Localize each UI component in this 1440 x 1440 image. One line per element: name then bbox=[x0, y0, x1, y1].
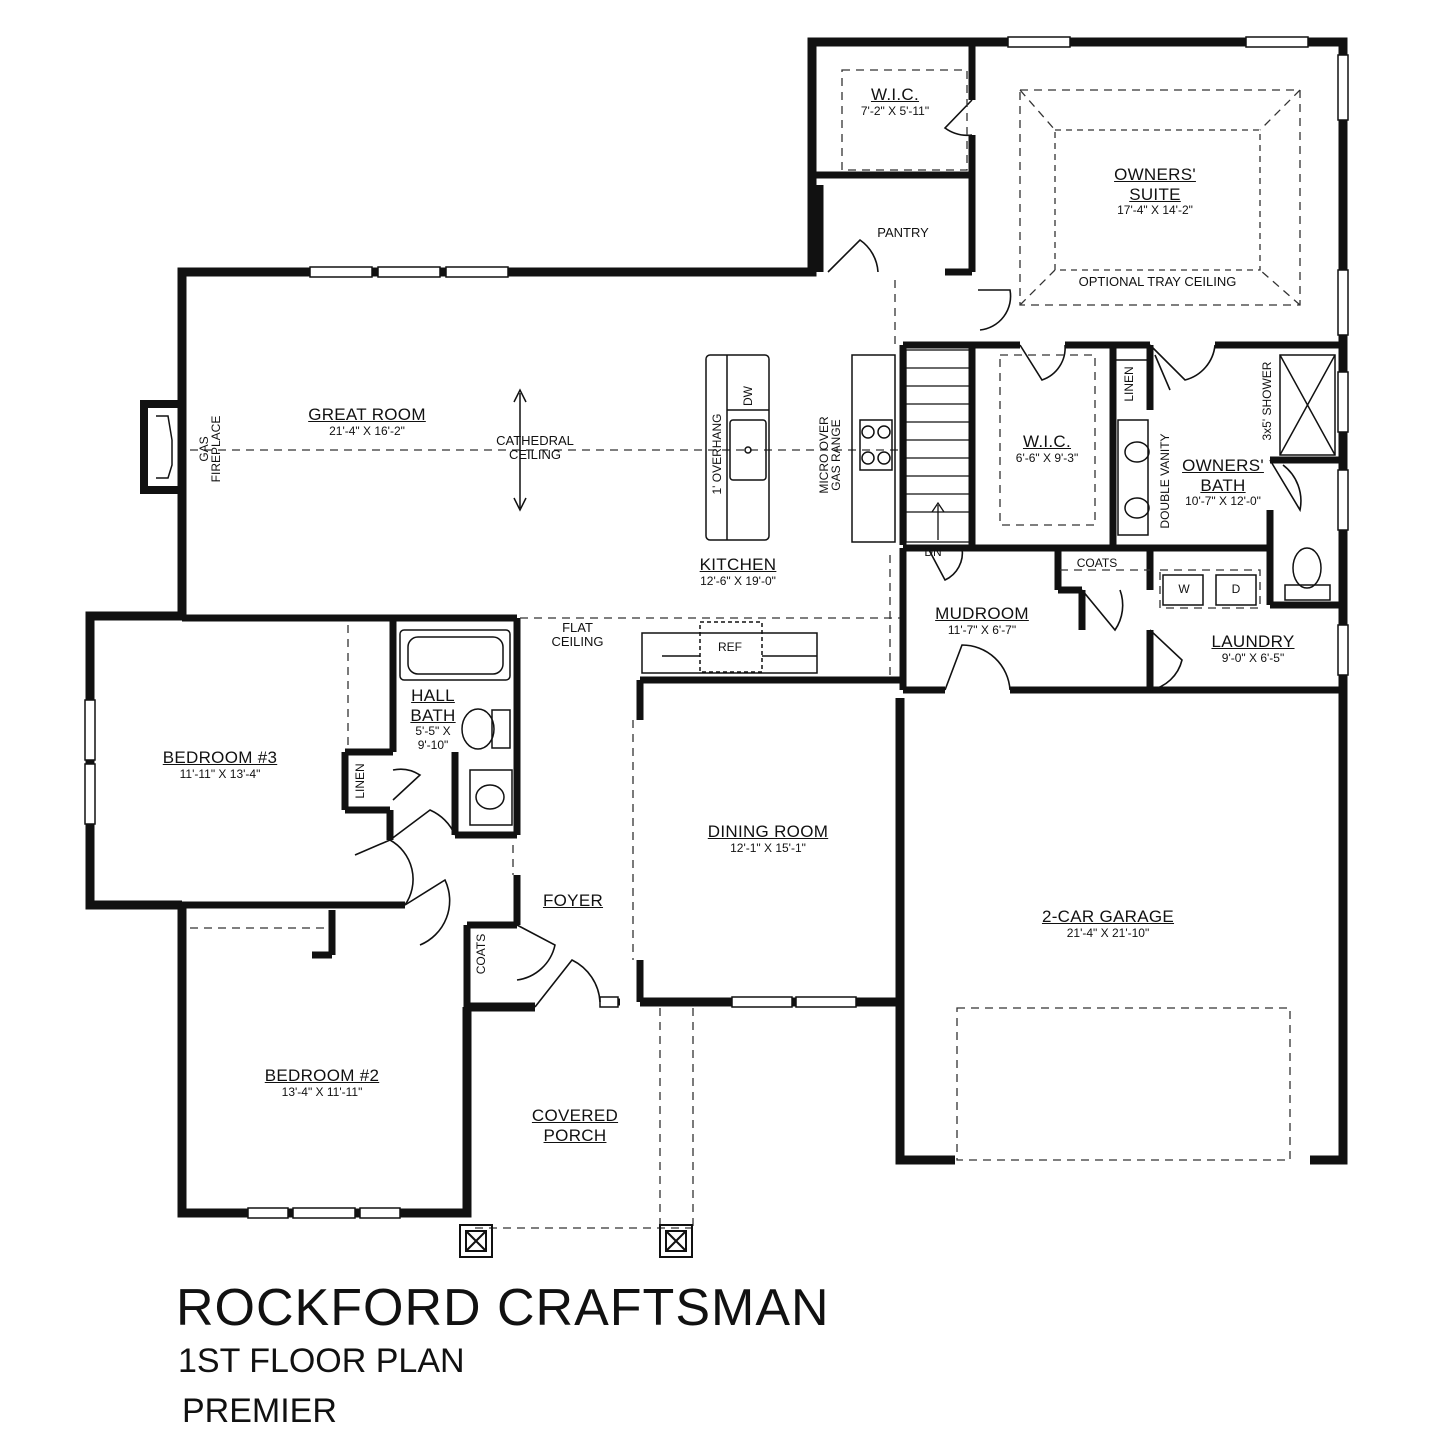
room-name: FOYER bbox=[542, 891, 604, 910]
room-dimensions: 7'-2" X 5'-11" bbox=[860, 103, 930, 118]
room-dimensions: 21'-4" X 21'-10" bbox=[1066, 925, 1150, 940]
garage-label: 2-CAR GARAGE 21'-4" X 21'-10" bbox=[1023, 907, 1193, 940]
room-name: W.I.C. bbox=[1022, 432, 1072, 451]
porch-columns bbox=[459, 1224, 693, 1258]
bedroom3-label: BEDROOM #3 11'-11" X 13'-4" bbox=[145, 748, 295, 781]
stairs bbox=[905, 349, 971, 543]
room-name: BEDROOM #2 bbox=[264, 1066, 380, 1085]
kitchen-label: KITCHEN 12'-6" X 19'-0" bbox=[678, 555, 798, 588]
cathedral-line1: CATHEDRAL bbox=[496, 433, 574, 448]
ref-note: REF bbox=[718, 640, 742, 654]
room-name-line2: BATH bbox=[1200, 475, 1246, 495]
mudroom-label: MUDROOM 11'-7" X 6'-7" bbox=[922, 604, 1042, 637]
dryer-note: D bbox=[1231, 582, 1241, 596]
room-dimensions: 21'-4" X 16'-2" bbox=[329, 423, 405, 438]
porch-label: COVERED PORCH bbox=[515, 1106, 635, 1145]
micro-line2: GAS RANGE bbox=[829, 419, 843, 491]
room-dimensions: 17'-4" X 14'-2" bbox=[1117, 203, 1193, 218]
gas-line2: FIREPLACE bbox=[209, 415, 223, 483]
room-name: MUDROOM bbox=[935, 604, 1029, 623]
room-dimensions: 5'-5" X bbox=[415, 724, 451, 739]
coats-mud-note: COATS bbox=[1076, 556, 1118, 570]
tray-ceiling-note: OPTIONAL TRAY CEILING bbox=[1078, 274, 1237, 289]
overhang-note: 1' OVERHANG bbox=[710, 413, 724, 495]
stair-down-note: DN bbox=[924, 545, 942, 559]
room-dimensions: 11'-11" X 13'-4" bbox=[179, 766, 261, 781]
flat-line2: CEILING bbox=[551, 634, 604, 650]
room-name: W.I.C. bbox=[870, 85, 920, 104]
plan-edition: PREMIER bbox=[182, 1392, 337, 1430]
double-vanity-note: DOUBLE VANITY bbox=[1158, 433, 1172, 529]
hall-bath-label: HALL BATH 5'-5" X 9'-10" bbox=[398, 686, 468, 753]
shower-note: 3x5' SHOWER bbox=[1260, 361, 1274, 441]
dashed-lines bbox=[190, 69, 1301, 1229]
laundry-label: LAUNDRY 9'-0" X 6'-5" bbox=[1193, 632, 1313, 665]
flat-line1: FLAT bbox=[562, 620, 593, 635]
interior-walls bbox=[178, 42, 1343, 1007]
room-name: DINING ROOM bbox=[707, 822, 829, 841]
room-name: HALL bbox=[411, 686, 455, 705]
windows bbox=[84, 36, 1349, 1219]
room-dimensions: 10'-7" X 12'-0" bbox=[1185, 494, 1261, 509]
room-name: COVERED bbox=[531, 1106, 619, 1125]
room-dimensions-line2: 9'-10" bbox=[417, 737, 449, 752]
room-name-line2: PORCH bbox=[543, 1125, 607, 1145]
room-dimensions: 12'-1" X 15'-1" bbox=[730, 840, 806, 855]
room-name: BEDROOM #3 bbox=[162, 748, 278, 767]
room-dimensions: 13'-4" X 11'-11" bbox=[281, 1084, 363, 1099]
washer-note: W bbox=[1178, 582, 1190, 596]
room-dimensions: 6'-6" X 9'-3" bbox=[1015, 450, 1079, 465]
owners-bath-label: OWNERS' BATH 10'-7" X 12'-0" bbox=[1163, 456, 1283, 509]
fireplace bbox=[140, 400, 182, 494]
bath-fixtures bbox=[399, 354, 1336, 826]
plan-subtitle: 1ST FLOOR PLAN bbox=[178, 1342, 465, 1380]
bedroom2-label: BEDROOM #2 13'-4" X 11'-11" bbox=[247, 1066, 397, 1099]
flat-ceiling-note: FLAT CEILING bbox=[540, 620, 615, 650]
linen-bath-note: LINEN bbox=[1122, 366, 1136, 402]
room-name-line2: BATH bbox=[410, 705, 456, 725]
room-name: LAUNDRY bbox=[1211, 632, 1295, 651]
great-room-label: GREAT ROOM 21'-4" X 16'-2" bbox=[292, 405, 442, 438]
room-name-line2: SUITE bbox=[1129, 184, 1181, 204]
plan-title: ROCKFORD CRAFTSMAN bbox=[176, 1279, 830, 1337]
wic-bath-label: W.I.C. 6'-6" X 9'-3" bbox=[987, 432, 1107, 465]
cathedral-ceiling-note: CATHEDRAL CEILING bbox=[470, 433, 600, 463]
doors bbox=[354, 99, 1302, 1008]
room-name: OWNERS' bbox=[1182, 456, 1264, 475]
kitchen-fixtures bbox=[513, 354, 896, 674]
room-name: 2-CAR GARAGE bbox=[1041, 907, 1175, 926]
pantry-note: PANTRY bbox=[877, 225, 929, 240]
dining-room-label: DINING ROOM 12'-1" X 15'-1" bbox=[688, 822, 848, 855]
room-name: KITCHEN bbox=[699, 555, 777, 574]
coats-foyer-note: COATS bbox=[474, 933, 488, 975]
room-name: GREAT ROOM bbox=[308, 405, 426, 424]
room-dimensions: 11'-7" X 6'-7" bbox=[947, 622, 1017, 637]
owners-suite-label: OWNERS' SUITE 17'-4" X 14'-2" bbox=[1085, 165, 1225, 218]
foyer-label: FOYER bbox=[533, 891, 613, 911]
wic-owner-label: W.I.C. 7'-2" X 5'-11" bbox=[843, 85, 947, 118]
dw-note: DW bbox=[741, 386, 755, 406]
cathedral-line2: CEILING bbox=[508, 447, 561, 463]
room-dimensions: 12'-6" X 19'-0" bbox=[700, 573, 776, 588]
linen-bed-note: LINEN bbox=[353, 763, 367, 799]
room-name: OWNERS' bbox=[1114, 165, 1196, 184]
room-dimensions: 9'-0" X 6'-5" bbox=[1221, 650, 1285, 665]
